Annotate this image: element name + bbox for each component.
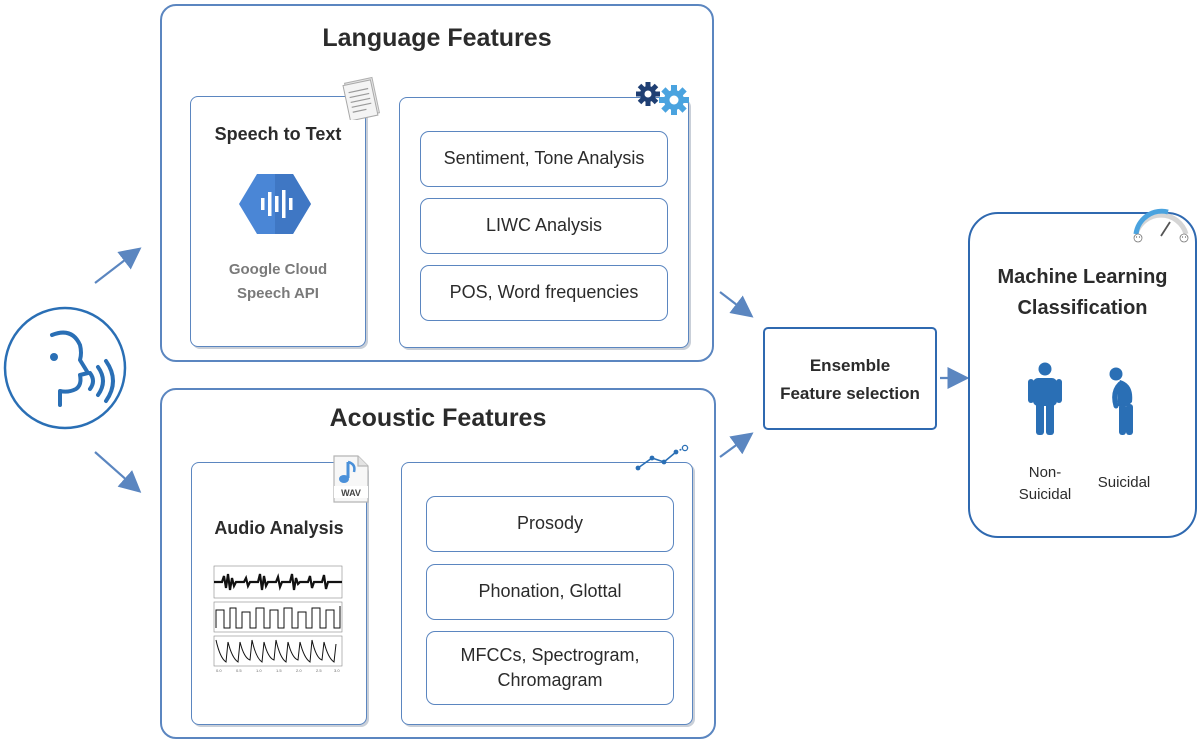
class-non-line1: Non- <box>1028 464 1062 481</box>
ensemble-line2: Feature selection <box>780 384 920 404</box>
ml-title-line2: Classification <box>1017 297 1148 319</box>
speech-api-label: Speech API <box>237 285 319 302</box>
speech-to-text-title: Speech to Text <box>214 124 342 144</box>
svg-text:1.5: 1.5 <box>276 668 282 673</box>
audio-analysis-title: Audio Analysis <box>214 518 344 538</box>
document-icon <box>338 76 386 122</box>
svg-text:2.0: 2.0 <box>296 668 302 673</box>
wav-file-icon: WAV <box>328 454 372 504</box>
svg-text:2.5: 2.5 <box>316 668 322 673</box>
google-cloud-speech-label: Google Cloud Speech API <box>190 258 366 306</box>
arrow-to-language <box>94 247 142 284</box>
wav-label: WAV <box>341 488 361 498</box>
gauge-icon <box>1126 204 1196 246</box>
ml-classification-panel <box>968 212 1197 538</box>
ensemble-label: Ensemble Feature selection <box>763 352 937 408</box>
ensemble-line1: Ensemble <box>809 356 891 375</box>
standing-person-icon <box>1028 362 1062 436</box>
feature-prosody: Prosody <box>426 496 674 552</box>
class-non-line2: Suicidal <box>1018 485 1072 503</box>
google-cloud-speech-icon <box>239 172 311 236</box>
speaker-icon <box>2 305 130 433</box>
arrow-language-to-ensemble <box>719 291 754 318</box>
feature-sentiment-tone: Sentiment, Tone Analysis <box>420 131 668 187</box>
svg-text:0.0: 0.0 <box>216 668 222 673</box>
trend-line-icon <box>632 444 690 474</box>
feature-liwc: LIWC Analysis <box>420 198 668 254</box>
feature-mfcc-spectrogram-chromagram: MFCCs, Spectrogram, Chromagram <box>426 631 674 705</box>
acoustic-features-title: Acoustic Features <box>329 404 547 432</box>
slumped-person-icon <box>1106 362 1140 436</box>
class-non-suicidal-label: Non- Suicidal <box>1005 462 1085 506</box>
feature-phonation-glottal: Phonation, Glottal <box>426 564 674 620</box>
gears-icon <box>632 76 692 118</box>
class-suicidal-label: Suicidal <box>1097 474 1151 491</box>
ml-title-line1: Machine Learning <box>997 266 1168 288</box>
waveform-plots-image: 0.0 0.5 1.0 1.5 2.0 2.5 3.0 <box>206 562 346 680</box>
ml-title: Machine Learning Classification <box>968 262 1197 324</box>
svg-text:1.0: 1.0 <box>256 668 262 673</box>
arrow-acoustic-to-ensemble <box>719 432 754 458</box>
language-features-title: Language Features <box>322 24 552 52</box>
svg-text:0.5: 0.5 <box>236 668 242 673</box>
arrow-to-acoustic <box>94 451 142 493</box>
ensemble-feature-selection-box <box>763 327 937 430</box>
svg-text:3.0: 3.0 <box>334 668 340 673</box>
feature-pos-word-freq: POS, Word frequencies <box>420 265 668 321</box>
google-cloud-label: Google Cloud <box>228 261 328 278</box>
audio-analysis-box <box>191 462 367 725</box>
